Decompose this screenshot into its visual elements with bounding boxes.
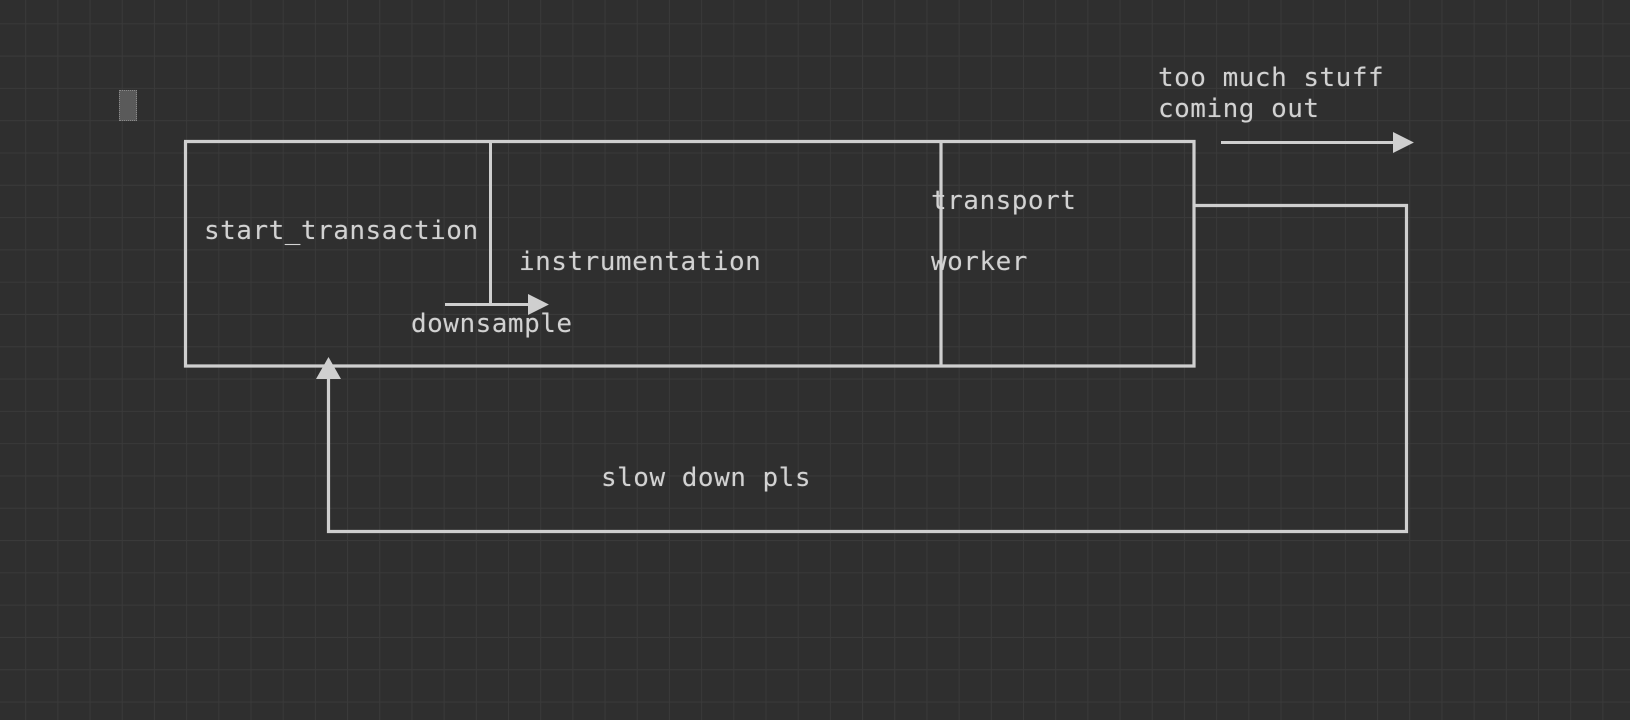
label-transport[interactable]: transport <box>931 186 1077 216</box>
downsample-arrow[interactable] <box>445 142 549 315</box>
backpressure-loop[interactable] <box>316 203 1409 534</box>
label-slow-down-pls[interactable]: slow down pls <box>601 463 811 493</box>
label-coming-out[interactable]: coming out <box>1158 94 1320 124</box>
text-caret-marker[interactable] <box>119 90 137 121</box>
label-downsample[interactable]: downsample <box>411 309 573 339</box>
label-instrumentation[interactable]: instrumentation <box>519 247 762 277</box>
label-worker[interactable]: worker <box>931 247 1028 277</box>
label-too-much-stuff[interactable]: too much stuff <box>1158 63 1385 93</box>
label-start-transaction[interactable]: start_transaction <box>204 216 479 246</box>
start-transaction-box[interactable] <box>183 139 1196 368</box>
